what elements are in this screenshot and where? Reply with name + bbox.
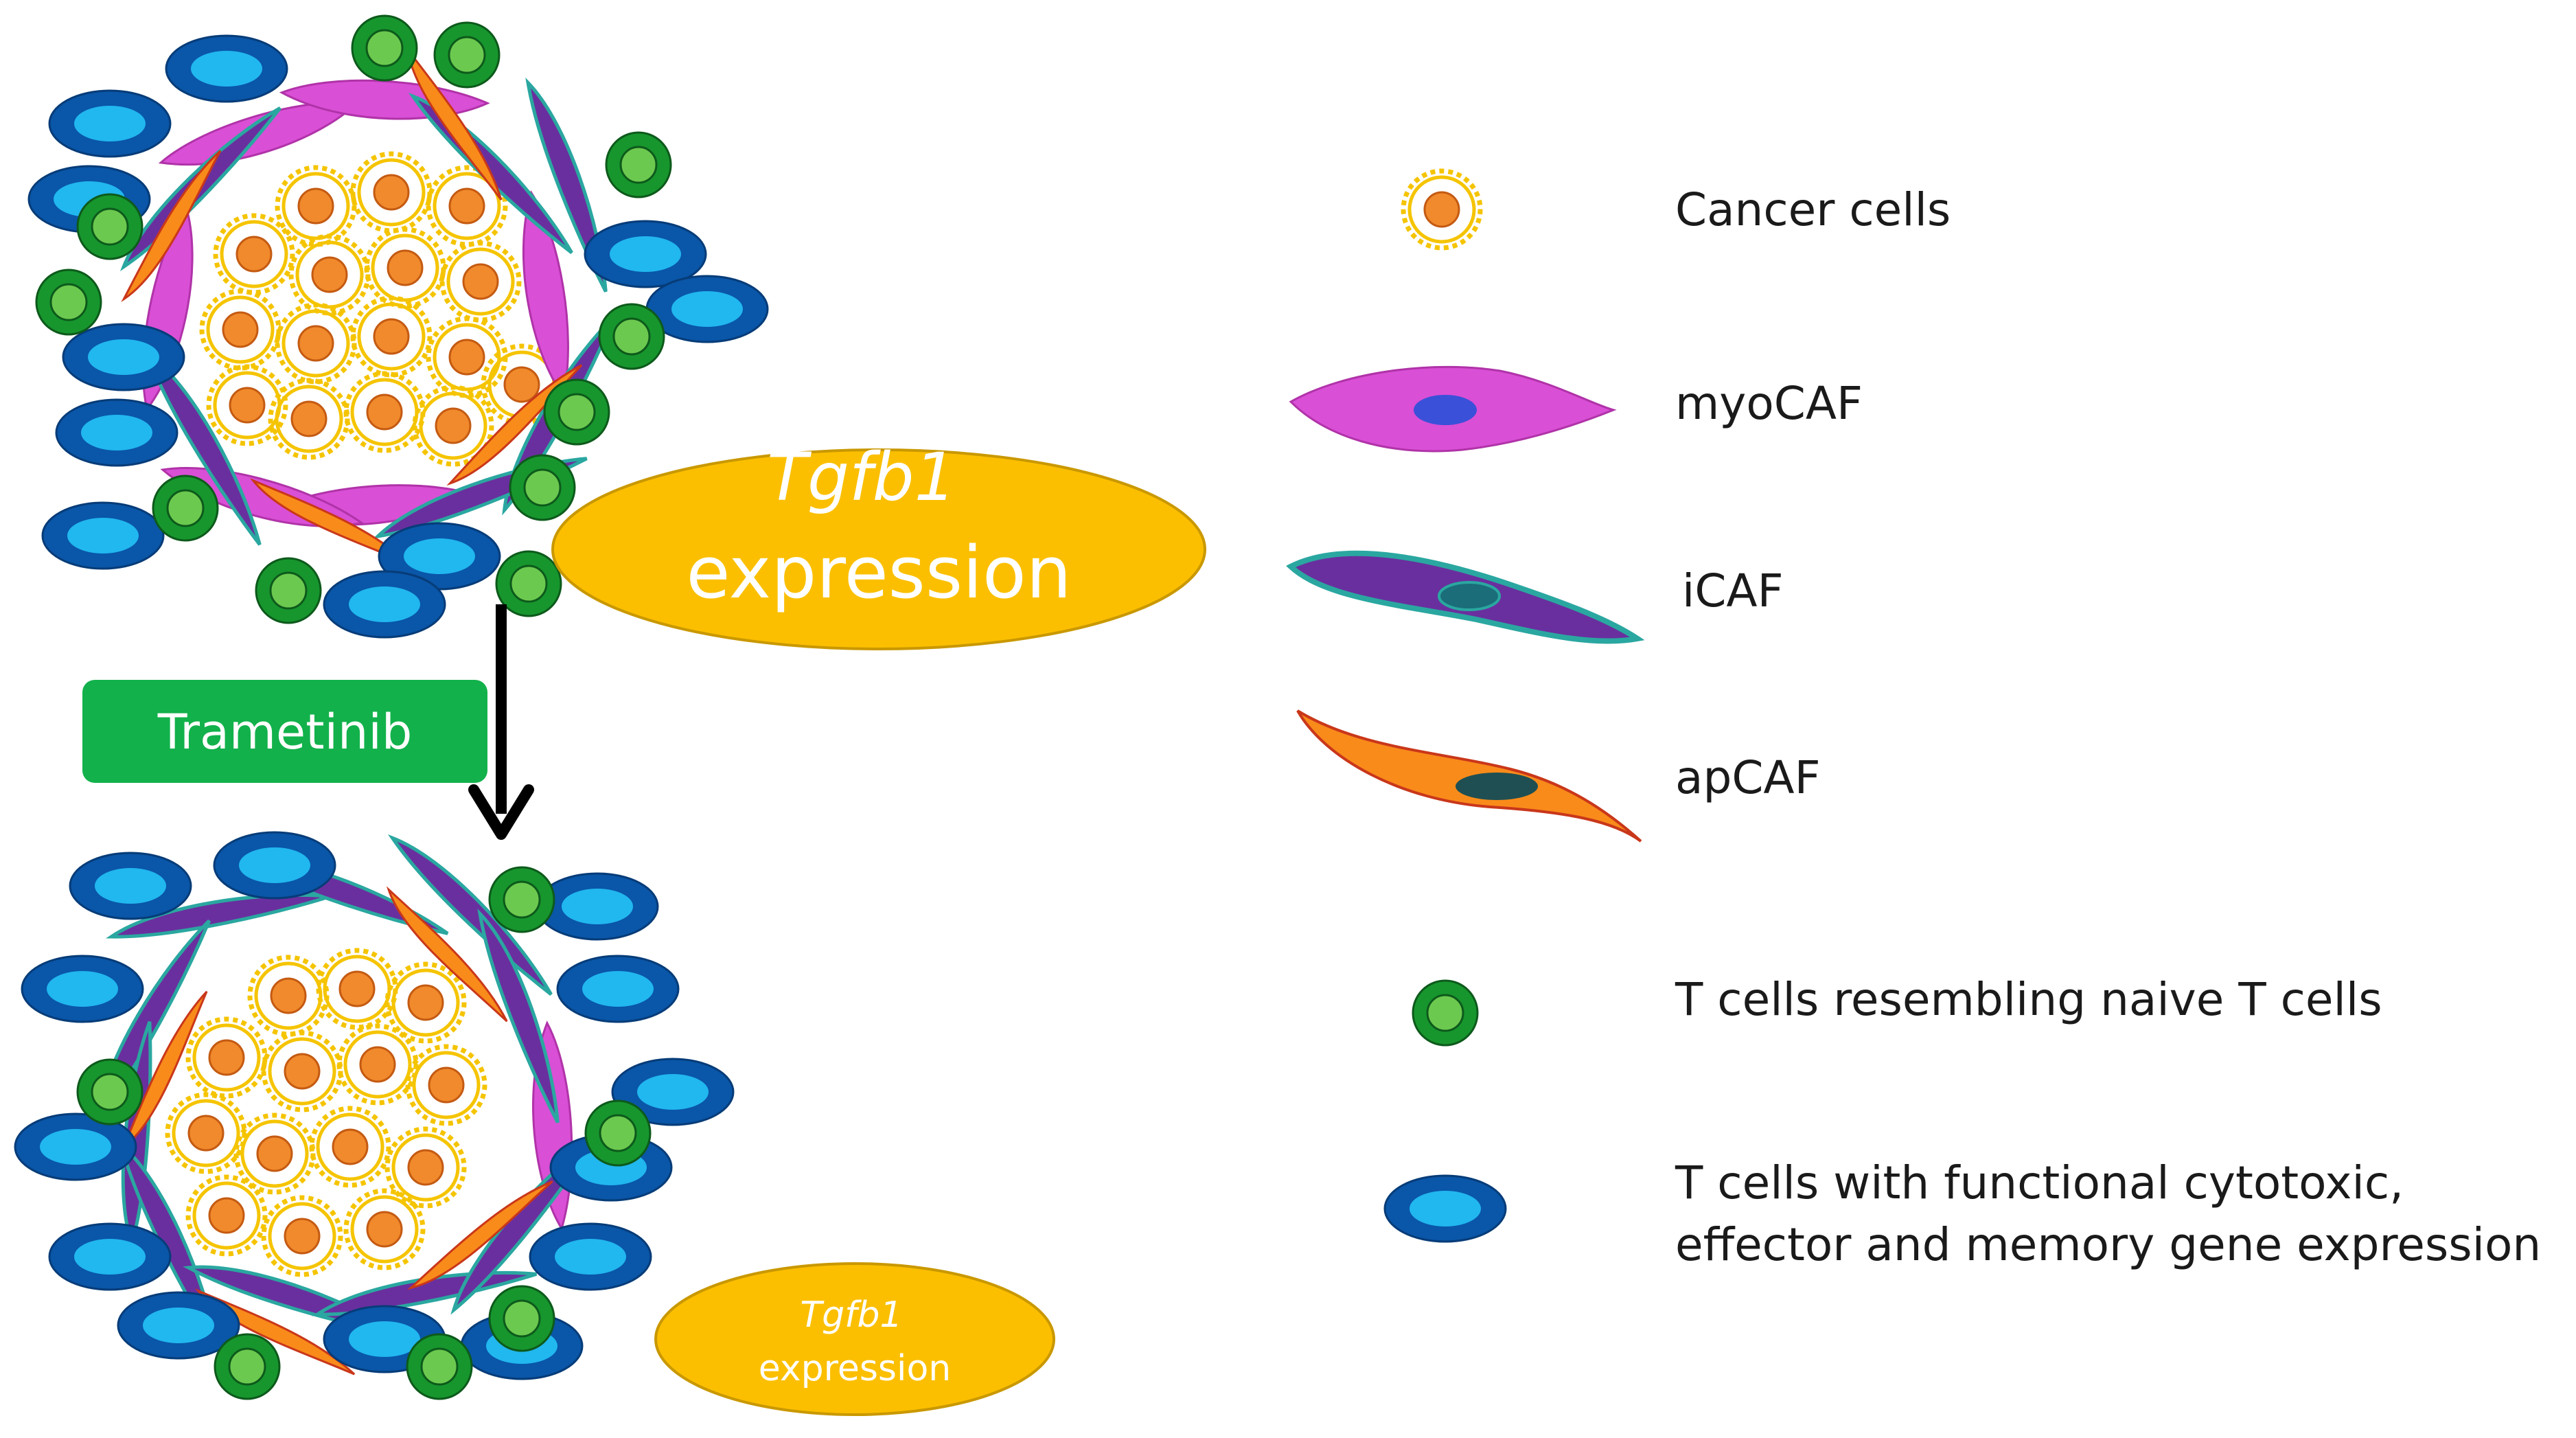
myocaf-icon xyxy=(1289,365,1615,453)
tgfb1-expression-low: Tgfb1 expression xyxy=(654,1262,1055,1416)
legend-label-icaf: iCAF xyxy=(1682,564,1784,617)
tumor-after xyxy=(14,831,735,1400)
tgfb1-expression-high: Tgfb1 expression xyxy=(551,439,1206,650)
naive-t-cell-icon xyxy=(1412,979,1479,1047)
legend-label-apcaf: apCAF xyxy=(1675,751,1821,804)
legend-item-effector: T cells with functional cytotoxic, effec… xyxy=(1383,1156,2541,1271)
legend-item-naive: T cells resembling naive T cells xyxy=(1412,973,2382,1047)
legend-item-myocaf: myoCAF xyxy=(1289,365,1863,453)
apcaf-icon xyxy=(1296,709,1642,843)
trametinib-box: Trametinib xyxy=(82,680,487,783)
effector-t-cell-icon xyxy=(1383,1174,1507,1243)
legend-label-naive: T cells resembling naive T cells xyxy=(1675,973,2382,1026)
legend-label-myocaf: myoCAF xyxy=(1675,377,1863,430)
legend-item-apcaf: apCAF xyxy=(1296,709,1821,843)
tgfb1-expression-label: expression xyxy=(687,531,1072,615)
legend-label-effector-line1: T cells with functional cytotoxic, xyxy=(1675,1156,2404,1209)
cancer-cell-cluster-before xyxy=(202,154,560,464)
legend-label-effector-line2: effector and memory gene expression xyxy=(1675,1218,2541,1271)
legend: Cancer cells myoCAF iCAF apCAF T cells r… xyxy=(1291,171,2541,1271)
cancer-cell-icon xyxy=(1403,171,1480,248)
legend-label-cancer: Cancer cells xyxy=(1675,183,1951,236)
tgfb1-gene-label: Tgfb1 xyxy=(767,439,956,516)
cancer-cell-cluster-after xyxy=(168,950,485,1275)
tgfb1-gene-label-small: Tgfb1 xyxy=(800,1294,902,1336)
trametinib-label: Trametinib xyxy=(157,704,413,760)
icaf-icon xyxy=(1291,553,1637,641)
legend-item-icaf: iCAF xyxy=(1291,553,1784,641)
legend-item-cancer: Cancer cells xyxy=(1403,171,1951,248)
treatment-arrow xyxy=(468,604,534,840)
tgfb1-expression-label-small: expression xyxy=(759,1348,952,1389)
